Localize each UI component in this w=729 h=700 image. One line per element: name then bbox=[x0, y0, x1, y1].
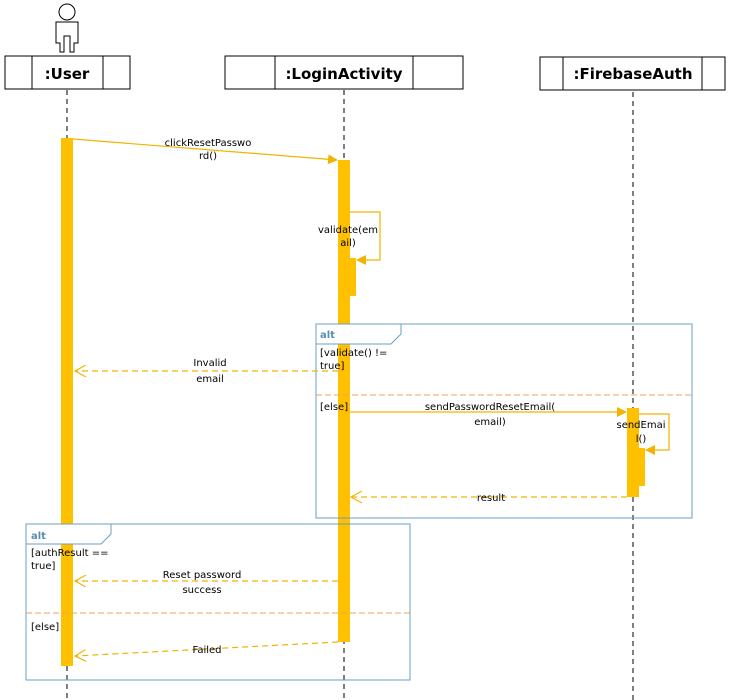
activation-bar-login-activity-self bbox=[344, 258, 356, 296]
message-invalid-email: Invalid email bbox=[75, 358, 338, 385]
message-reset-password-success-label-line-1: Reset password bbox=[163, 570, 242, 581]
alt-fragment-auth-result-guard-line-2: true] bbox=[31, 561, 56, 572]
message-validate-email-label-line-2: ail) bbox=[340, 238, 356, 249]
lifeline-login-activity[interactable]: :LoginActivity bbox=[224, 55, 464, 90]
message-result-label: result bbox=[477, 493, 505, 504]
message-send-password-reset-email-label-line-1: sendPasswordResetEmail( bbox=[425, 402, 555, 413]
user-actor-icon bbox=[55, 3, 79, 53]
message-click-reset-password: clickResetPasswo rd() bbox=[72, 138, 338, 165]
alt-fragment-validate-guard-line-2: true] bbox=[320, 361, 345, 372]
message-reset-password-success-label-line-2: success bbox=[182, 585, 221, 596]
message-validate-email-label-line-1: validate(em bbox=[318, 225, 378, 236]
message-send-password-reset-email: sendPasswordResetEmail( email) bbox=[350, 402, 627, 428]
alt-fragment-auth-result-guard-line-1: [authResult == bbox=[31, 548, 108, 559]
message-failed: Failed bbox=[75, 641, 339, 656]
message-send-email-label-line-2: l() bbox=[636, 434, 647, 445]
message-validate-email: validate(em ail) bbox=[318, 211, 381, 265]
lifeline-firebase-auth[interactable]: :FirebaseAuth bbox=[539, 56, 726, 91]
message-invalid-email-label-line-1: Invalid bbox=[193, 358, 226, 369]
alt-fragment-validate-title: alt bbox=[320, 330, 335, 341]
message-send-password-reset-email-label-line-2: email) bbox=[474, 417, 506, 428]
message-reset-password-success: Reset password success bbox=[75, 570, 338, 596]
alt-fragment-validate-else-guard: [else] bbox=[320, 402, 348, 413]
lifeline-login-activity-label: :LoginActivity bbox=[285, 65, 402, 83]
alt-fragment-validate-guard-line-1: [validate() != bbox=[320, 348, 387, 359]
lifeline-user-label: :User bbox=[45, 65, 90, 83]
message-invalid-email-label-line-2: email bbox=[196, 374, 224, 385]
message-result: result bbox=[351, 493, 627, 504]
message-send-email: sendEmai l() bbox=[616, 413, 670, 455]
alt-fragment-auth-result: alt [authResult == true] [else] bbox=[25, 523, 411, 681]
alt-fragment-auth-result-title: alt bbox=[31, 531, 46, 542]
message-failed-label: Failed bbox=[192, 645, 221, 656]
message-click-reset-password-label-line-2: rd() bbox=[199, 151, 217, 162]
message-send-email-label-line-1: sendEmai bbox=[616, 420, 665, 431]
activation-bar-user bbox=[61, 138, 73, 666]
activation-bar-firebase-auth-self bbox=[633, 448, 645, 486]
alt-fragment-validate: alt [validate() != true] [else] bbox=[315, 323, 693, 519]
lifeline-user[interactable]: :User bbox=[4, 55, 131, 90]
message-click-reset-password-label-line-1: clickResetPasswo bbox=[165, 138, 252, 149]
lifeline-firebase-auth-label: :FirebaseAuth bbox=[573, 65, 692, 83]
alt-fragment-auth-result-else-guard: [else] bbox=[31, 622, 59, 633]
